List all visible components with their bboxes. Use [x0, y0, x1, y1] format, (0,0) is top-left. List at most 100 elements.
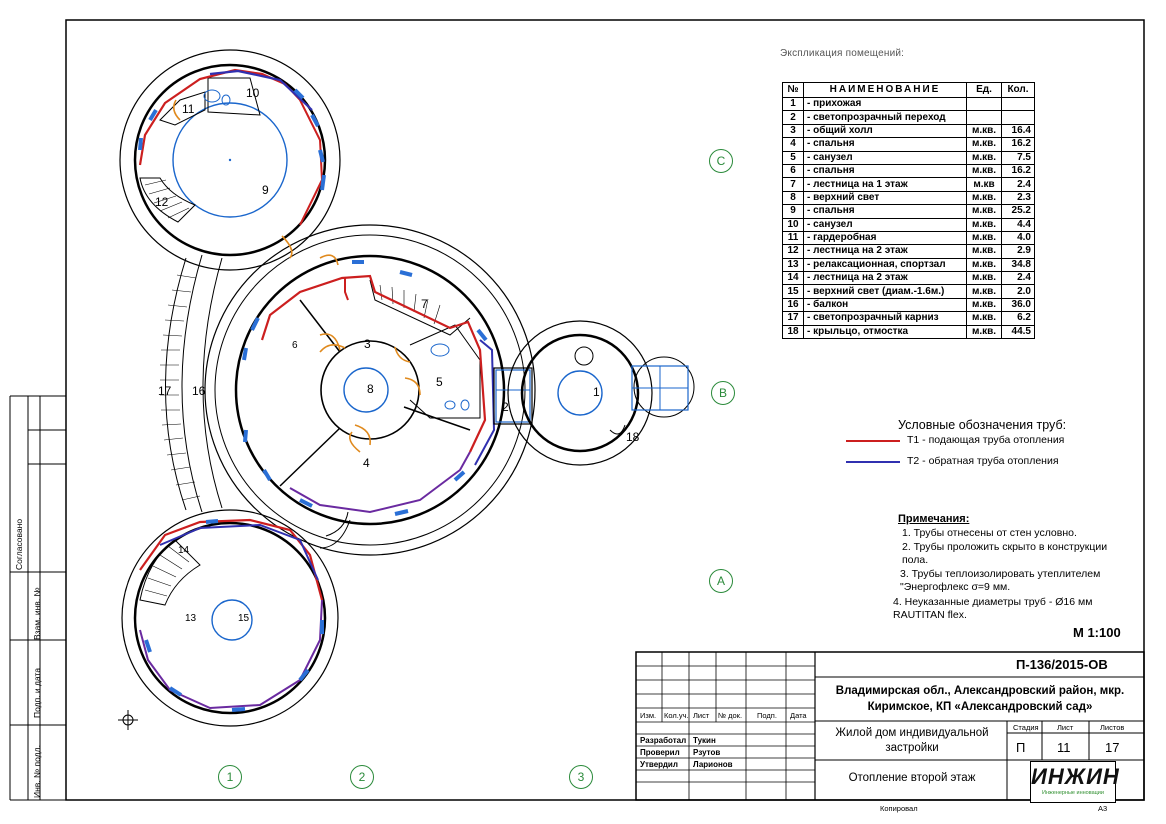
explication-cell-unit: м.кв. [966, 190, 1002, 206]
explication-cell-name: - лестница на 2 этаж [803, 271, 967, 286]
explication-cell-n: 18 [782, 324, 804, 340]
explication-cell-unit: м.кв. [966, 123, 1002, 139]
explication-cell-unit: м.кв. [966, 284, 1002, 299]
explication-cell-name: - светопрозрачный карниз [803, 311, 967, 326]
col-header-name: НАИМЕНОВАНИЕ [803, 82, 967, 98]
person-name: Тукин [693, 736, 716, 745]
axis-marker-a: A [709, 569, 733, 593]
document-code: П-136/2015-ОВ [1016, 657, 1108, 672]
explication-cell-qty: 4.0 [1001, 230, 1035, 246]
explication-cell-qty [1001, 96, 1035, 112]
explication-cell-qty: 44.5 [1001, 324, 1035, 340]
person-name: Ларионов [693, 760, 733, 769]
room-label: 13 [185, 613, 197, 624]
tb-col-header: Дата [790, 711, 807, 720]
explication-cell-unit: м.кв [966, 177, 1002, 192]
explication-cell-name: - светопрозрачный переход [803, 110, 967, 125]
company-logo: ИНЖИН Инженерные инновации [1030, 761, 1119, 803]
axis-marker-1: 1 [218, 765, 242, 789]
room-label: 12 [155, 195, 169, 209]
tb-col-header: Лист [693, 711, 710, 720]
explication-cell-qty: 2.9 [1001, 244, 1035, 259]
explication-cell-n: 10 [782, 217, 804, 232]
explication-cell-unit: м.кв. [966, 230, 1002, 246]
note-item: 3. Трубы теплоизолировать утеплителем "Э… [900, 568, 1101, 593]
explication-cell-name: - общий холл [803, 123, 967, 139]
explication-cell-name: - релаксационная, спортзал [803, 257, 967, 273]
explication-cell-qty: 25.2 [1001, 204, 1035, 219]
explication-cell-unit: м.кв. [966, 137, 1002, 152]
explication-cell-unit: м.кв. [966, 271, 1002, 286]
legend-supply: Т1 - подающая труба отопления [907, 434, 1065, 446]
explication-cell-name: - санузел [803, 217, 967, 232]
explication-cell-qty [1001, 110, 1035, 125]
explication-cell-name: - верхний свет (диам.-1.6м.) [803, 284, 967, 299]
explication-cell-n: 15 [782, 284, 804, 299]
explication-title: Экспликация помещений: [780, 48, 905, 59]
stage-value: П [1016, 740, 1026, 755]
explication-cell-n: 5 [782, 150, 804, 165]
axis-marker-3: 3 [569, 765, 593, 789]
sheets-value: 17 [1105, 740, 1120, 755]
tb-col-header: Кол.уч. [664, 711, 689, 720]
explication-cell-n: 7 [782, 177, 804, 192]
explication-cell-n: 17 [782, 311, 804, 326]
explication-cell-qty: 4.4 [1001, 217, 1035, 232]
room-label: 8 [367, 382, 374, 396]
tb-col-header: № док. [718, 711, 743, 720]
stamp-inv-replace: Взам. инв. № [32, 587, 42, 640]
sheets-label: Листов [1100, 723, 1125, 732]
explication-cell-n: 4 [782, 137, 804, 152]
explication-cell-unit: м.кв. [966, 204, 1002, 219]
room-label: 2 [502, 400, 509, 414]
explication-cell-name: - лестница на 1 этаж [803, 177, 967, 192]
note-item: 4. Неуказанные диаметры труб - Ø16 мм RA… [893, 596, 1093, 621]
stamp-signature-date: Подп. и дата [32, 667, 42, 718]
explication-cell-name: - гардеробная [803, 230, 967, 246]
explication-row: 2- светопрозрачный переход [782, 110, 1035, 125]
explication-cell-n: 3 [782, 123, 804, 139]
role-label: Утвердил [640, 760, 678, 769]
room-label: 5 [436, 375, 443, 389]
room-label: 15 [238, 613, 250, 624]
explication-cell-qty: 7.5 [1001, 150, 1035, 165]
explication-cell-unit [966, 96, 1002, 112]
axis-marker-c: C [709, 149, 733, 173]
explication-cell-unit: м.кв. [966, 217, 1002, 232]
explication-cell-qty: 34.8 [1001, 257, 1035, 273]
explication-cell-qty: 2.0 [1001, 284, 1035, 299]
room-label: 4 [363, 456, 370, 470]
room-label: 17 [158, 384, 172, 398]
explication-cell-unit: м.кв. [966, 150, 1002, 165]
explication-row: 15 - верхний свет (диам.-1.6м.)м.кв.2.0 [782, 284, 1035, 299]
explication-cell-name: - спальня [803, 163, 967, 179]
explication-cell-name: - спальня [803, 204, 967, 219]
sheet-label: Лист [1057, 723, 1074, 732]
room-label: 6 [292, 340, 298, 351]
explication-cell-n: 9 [782, 204, 804, 219]
explication-cell-qty: 36.0 [1001, 297, 1035, 313]
pipe-legend-title: Условные обозначения труб: [898, 418, 1067, 432]
legend-return: Т2 - обратная труба отопления [907, 455, 1059, 467]
note-item: 2. Трубы проложить скрыто в конструкции … [902, 541, 1108, 566]
project-address: Владимирская обл., Александровский район… [835, 685, 1125, 713]
explication-cell-qty: 6.2 [1001, 311, 1035, 326]
room-label: 16 [192, 384, 206, 398]
explication-cell-unit: м.кв. [966, 324, 1002, 340]
explication-cell-unit: м.кв. [966, 244, 1002, 259]
explication-cell-qty: 2.4 [1001, 177, 1035, 192]
